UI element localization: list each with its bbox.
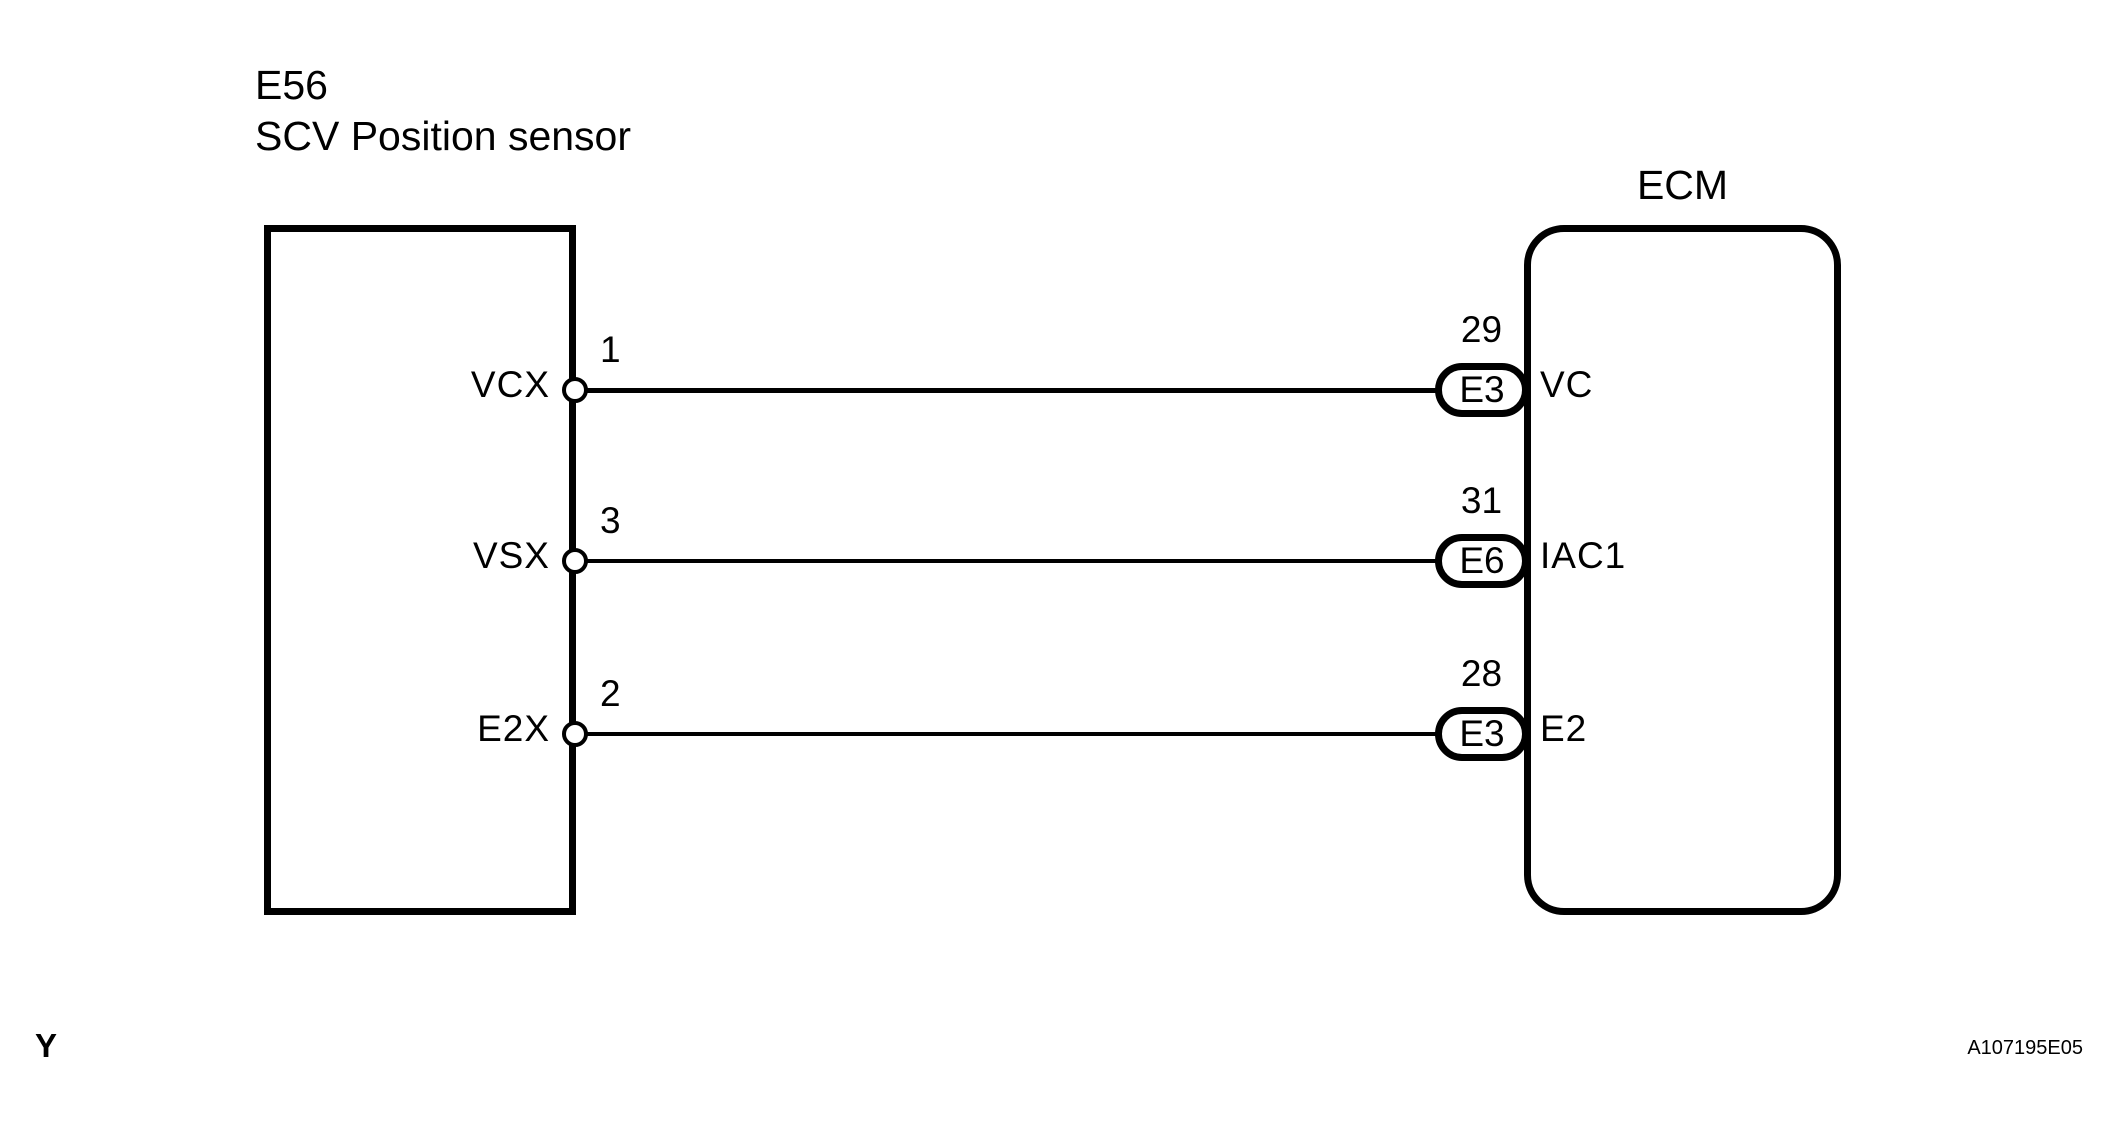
component-name-label: SCV Position sensor xyxy=(255,113,632,159)
wire-line xyxy=(576,559,1436,563)
ecm-connector-code: E6 xyxy=(1459,540,1505,581)
sensor-signal-label: VSX xyxy=(472,535,550,576)
wire-line xyxy=(576,387,1436,393)
sensor-signal-label: VCX xyxy=(470,364,550,405)
ecm-pin-number: 28 xyxy=(1460,653,1503,694)
sensor-pin-number: 2 xyxy=(600,673,621,714)
ecm-signal-label: E2 xyxy=(1540,708,1588,749)
pin-terminal-icon xyxy=(562,377,588,403)
ecm-pin-number: 29 xyxy=(1460,309,1503,350)
ecm-connector-oval: E3 xyxy=(1435,363,1529,417)
ecm-connector-oval: E6 xyxy=(1435,534,1529,588)
sensor-signal-label: E2X xyxy=(477,708,550,749)
sensor-pin-number: 1 xyxy=(600,329,621,370)
component-title: E56 SCV Position sensor xyxy=(255,60,631,162)
wire-line xyxy=(576,732,1436,736)
ecm-connector-oval: E3 xyxy=(1435,707,1529,761)
connector-code-label: E56 xyxy=(255,62,328,108)
ecm-connector-code: E3 xyxy=(1459,713,1505,754)
ecm-connector-code: E3 xyxy=(1459,369,1505,410)
ecm-pin-number: 31 xyxy=(1460,480,1503,521)
ecm-signal-label: IAC1 xyxy=(1540,535,1627,576)
pin-terminal-icon xyxy=(562,721,588,747)
ecm-box xyxy=(1524,225,1841,915)
ecm-signal-label: VC xyxy=(1540,364,1594,405)
figure-code: A107195E05 xyxy=(1967,1037,2083,1059)
sensor-pin-number: 3 xyxy=(600,500,621,541)
page-marker: Y xyxy=(35,1027,58,1064)
pin-terminal-icon xyxy=(562,548,588,574)
ecm-label: ECM xyxy=(1636,162,1729,208)
sensor-box xyxy=(264,225,576,915)
